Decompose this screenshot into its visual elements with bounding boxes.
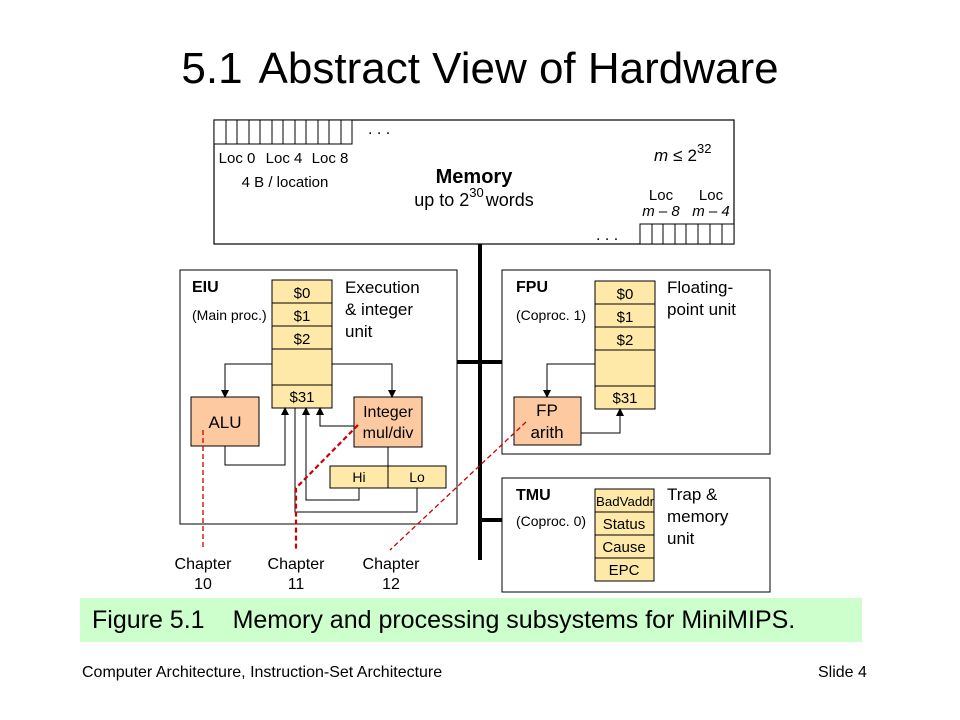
- chapter-pointer-lines: [202, 421, 527, 551]
- loc-m8-bottom: m – 8: [642, 203, 680, 220]
- eiu-desc-1: Execution: [345, 278, 420, 297]
- tmu-reg-status: Status: [603, 516, 646, 533]
- tmu-reg-cause: Cause: [602, 539, 645, 556]
- tmu-sub: (Coproc. 0): [516, 513, 586, 529]
- eiu-datapaths: [221, 363, 418, 513]
- m-symbol: m: [654, 146, 668, 165]
- fp-arith-box: [513, 396, 582, 446]
- memory-top-dots: . . .: [368, 121, 390, 138]
- hi-label: Hi: [352, 469, 365, 485]
- loc4-label: Loc 4: [266, 150, 303, 167]
- alu-box: [190, 396, 260, 447]
- tmu-reg-epc: EPC: [609, 562, 640, 579]
- figure-number: Figure 5.1: [92, 606, 205, 634]
- eiu-unit: EIU (Main proc.) Execution & integer uni…: [179, 269, 458, 525]
- tmu-unit: TMU (Coproc. 0) Trap & memory unit BadVa…: [501, 477, 771, 593]
- fp-arith-label-1: FP: [536, 401, 558, 420]
- chapter-11-num: 11: [288, 576, 305, 593]
- memory-bottom-cells: [639, 223, 735, 245]
- memory-size-formula: m ≤232: [654, 141, 711, 165]
- eiu-name: EIU: [192, 279, 219, 296]
- chapter-12-word: Chapter: [363, 556, 421, 573]
- title-text: Abstract View of Hardware: [258, 44, 779, 93]
- tmu-desc-1: Trap &: [667, 485, 718, 504]
- fpu-name: FPU: [516, 279, 548, 296]
- fpu-reg-1: $1: [617, 309, 634, 326]
- mul-div-label-1: Integer: [363, 404, 413, 421]
- fp-arith-label-2: arith: [530, 423, 563, 442]
- chapter-10-word: Chapter: [175, 556, 233, 573]
- chapter-12-num: 12: [382, 576, 400, 593]
- loc-m8-top: Loc: [649, 187, 674, 204]
- loc8-label: Loc 8: [312, 150, 349, 167]
- tmu-name: TMU: [516, 487, 551, 504]
- m-base: 2: [688, 146, 697, 165]
- lo-label: Lo: [409, 469, 425, 485]
- fpu-reg-0: $0: [617, 286, 634, 303]
- memory-subtitle-exp: 30: [469, 185, 483, 200]
- leq-symbol: ≤: [673, 146, 682, 165]
- eiu-reg-1: $1: [294, 308, 311, 325]
- fpu-sub: (Coproc. 1): [516, 307, 586, 323]
- figure-caption-text: Memory and processing subsystems for Min…: [232, 606, 796, 634]
- loc0-label: Loc 0: [219, 150, 256, 167]
- bytes-per-location: 4 B / location: [242, 174, 329, 191]
- chapter-11-word: Chapter: [268, 556, 326, 573]
- slide-title: 5.1 Abstract View of Hardware: [0, 42, 960, 96]
- fpu-datapaths: [543, 363, 624, 434]
- loc-m4-bottom: m – 4: [692, 203, 730, 220]
- eiu-desc-2: & integer: [345, 300, 413, 319]
- tmu-desc-3: unit: [667, 529, 695, 548]
- footer-course-title: Computer Architecture, Instruction-Set A…: [82, 664, 443, 681]
- eiu-reg-2: $2: [294, 331, 311, 348]
- eiu-register-file: [271, 279, 333, 409]
- tmu-reg-badvaddr: BadVaddr: [596, 494, 655, 509]
- eiu-desc-3: unit: [345, 322, 373, 341]
- title-number: 5.1: [181, 44, 243, 93]
- tmu-desc-2: memory: [667, 507, 729, 526]
- m-exp: 32: [697, 141, 711, 156]
- memory-title: Memory: [436, 166, 514, 188]
- memory-bottom-dots: . . .: [596, 227, 618, 244]
- chapter-10-num: 10: [194, 576, 212, 593]
- alu-label: ALU: [208, 413, 241, 432]
- fpu-desc-2: point unit: [667, 300, 736, 319]
- system-bus: [457, 244, 502, 560]
- eiu-reg-31: $31: [289, 389, 314, 406]
- memory-subtitle-prefix: up to 2: [414, 190, 469, 210]
- memory-subtitle-suffix: words: [485, 190, 534, 210]
- memory-block: . . . Loc 0 Loc 4 Loc 8 4 B / location M…: [213, 119, 735, 245]
- fpu-reg-31: $31: [612, 390, 637, 407]
- eiu-sub: (Main proc.): [192, 307, 267, 323]
- hi-lo-registers: [329, 465, 447, 489]
- fpu-register-file: [594, 280, 656, 410]
- mul-div-box: [353, 396, 423, 448]
- fpu-desc-1: Floating-: [667, 278, 733, 297]
- fpu-reg-2: $2: [617, 332, 634, 349]
- mul-div-label-2: mul/div: [363, 425, 414, 442]
- loc-m4-top: Loc: [699, 187, 724, 204]
- figure-caption: Figure 5.1 Memory and processing subsyste…: [80, 598, 862, 642]
- tmu-register-file: [594, 488, 655, 582]
- fpu-unit: FPU (Coproc. 1) Floating- point unit $0 …: [501, 269, 771, 455]
- eiu-reg-0: $0: [294, 285, 311, 302]
- footer-slide-number: Slide 4: [818, 664, 867, 681]
- memory-top-cells: [213, 119, 353, 145]
